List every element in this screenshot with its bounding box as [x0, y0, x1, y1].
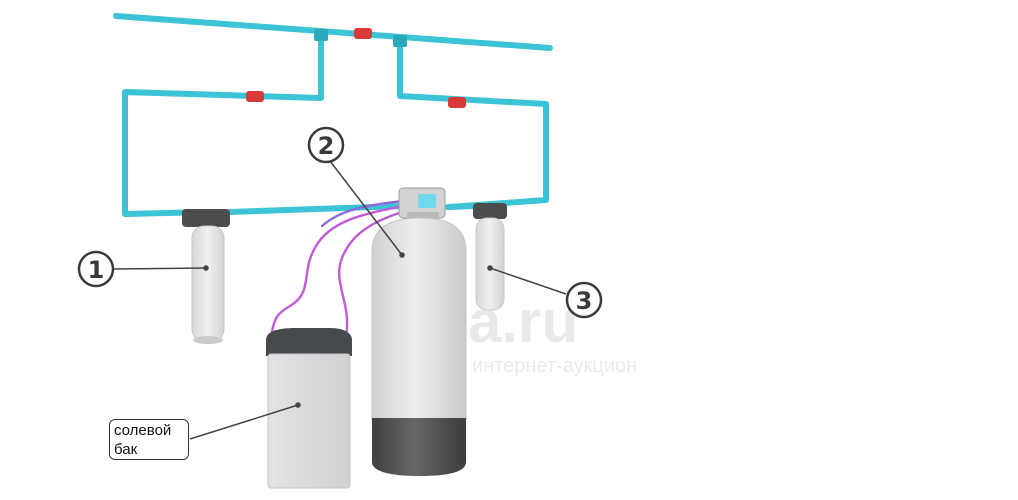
tee-fitting-right — [393, 35, 407, 47]
brine-tube-1 — [270, 204, 406, 334]
leader-line-3 — [489, 267, 567, 295]
callout-lines — [112, 160, 567, 440]
watermark: a.ru интернет-аукцион — [468, 288, 637, 377]
leader-line-salt — [189, 404, 299, 440]
bottom-connector-pipe — [227, 203, 407, 215]
salt-tank-label-line-2: бак — [114, 441, 138, 458]
vessel-base — [372, 418, 466, 476]
svg-text:2: 2 — [318, 132, 335, 160]
fittings — [246, 28, 466, 108]
pipework — [113, 13, 553, 217]
left-branch-pipe — [122, 33, 324, 217]
softener-vessel — [371, 187, 467, 476]
watermark-subtitle: интернет-аукцион — [472, 355, 637, 377]
callout-2: 2 — [307, 126, 345, 164]
tee-fitting-left — [314, 29, 328, 41]
control-display — [418, 194, 436, 208]
callout-3: 3 — [565, 281, 603, 319]
callout-1: 1 — [77, 250, 115, 288]
salt-tank-label-line-1: солевой — [114, 422, 172, 439]
right-filter-connector-pipe — [445, 203, 478, 210]
filter-housing-right — [473, 203, 507, 311]
valve-left — [246, 91, 264, 102]
salt-tank-label: солевой бак — [109, 419, 189, 460]
valve-right — [448, 97, 466, 108]
leader-line-1 — [112, 267, 207, 270]
svg-text:1: 1 — [88, 256, 105, 284]
leader-line-2 — [329, 160, 403, 256]
brine-tube-3 — [320, 199, 406, 228]
svg-text:3: 3 — [576, 287, 593, 315]
right-branch-pipe — [397, 38, 549, 210]
main-pipe — [113, 13, 553, 51]
filter-housing-left — [182, 209, 230, 344]
salt-tank — [266, 328, 352, 489]
valve-main — [354, 28, 372, 39]
